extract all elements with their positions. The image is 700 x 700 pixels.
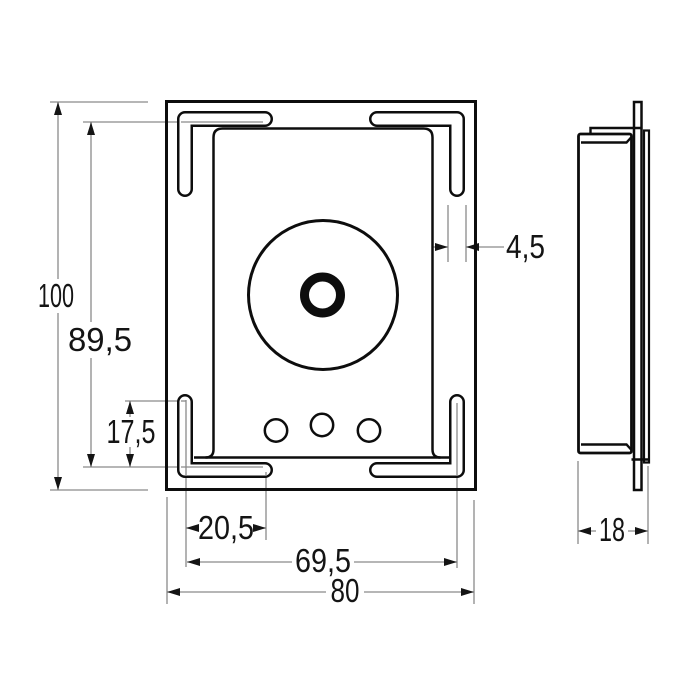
dimension-lines-layer [50, 101, 649, 604]
mounting-hole-center [309, 412, 335, 438]
arrowhead-right [253, 524, 266, 532]
front-inner-panel [205, 127, 441, 459]
center-hub-ring [300, 272, 345, 318]
arrowhead-left [186, 524, 199, 532]
dimension-overlays [181, 121, 458, 476]
side-body-inner-bottom-line [581, 443, 633, 451]
dim-label-slot-span-vertical: 89,5 [68, 321, 132, 358]
mounting-hole-right [356, 418, 382, 443]
corner-slot-top-left [177, 111, 273, 197]
mounting-hole-left [263, 418, 289, 443]
arrowhead-left [578, 527, 591, 535]
arrowhead-left [167, 588, 180, 596]
corner-slot-top-right [369, 111, 465, 197]
arrowhead-down [54, 477, 62, 490]
dim-label-slot-offset-vertical: 17,5 [107, 413, 156, 450]
arrowhead-down [126, 454, 134, 467]
arrowhead-down [87, 454, 95, 467]
speaker-opening-circle [247, 219, 399, 371]
front-outer-plate [165, 100, 477, 491]
side-rear-flange-strip [642, 129, 651, 464]
arrowhead-right [461, 588, 474, 596]
corner-slot-bottom-right [369, 394, 465, 478]
dim-label-slot-span-horizontal-large: 69,5 [295, 542, 351, 579]
arrowhead-right [635, 527, 648, 535]
arrowhead-left [466, 243, 479, 251]
side-body-profile [577, 132, 633, 455]
side-front-plate-edge [632, 100, 643, 492]
dim-label-slot-width: 4,5 [506, 228, 545, 265]
dim-label-total-height: 100 [38, 277, 74, 314]
arrowhead-up [87, 122, 95, 135]
dim-label-slot-span-horizontal-small: 20,5 [198, 509, 254, 546]
arrowhead-left [187, 558, 200, 566]
arrowhead-up [126, 401, 134, 414]
dim-label-total-width: 80 [331, 572, 360, 609]
side-body-inner-top-line [581, 136, 633, 144]
side-top-flange [589, 126, 641, 134]
arrowhead-right [435, 243, 448, 251]
dimension-labels: 100 89,5 17,5 20,5 69,5 80 4,5 18 [38, 228, 625, 609]
front-view [165, 100, 477, 491]
arrowhead-up [54, 102, 62, 115]
dim-label-depth: 18 [599, 511, 625, 548]
corner-slot-bottom-left [177, 394, 273, 478]
arrowhead-right [444, 558, 457, 566]
side-view [577, 100, 651, 492]
